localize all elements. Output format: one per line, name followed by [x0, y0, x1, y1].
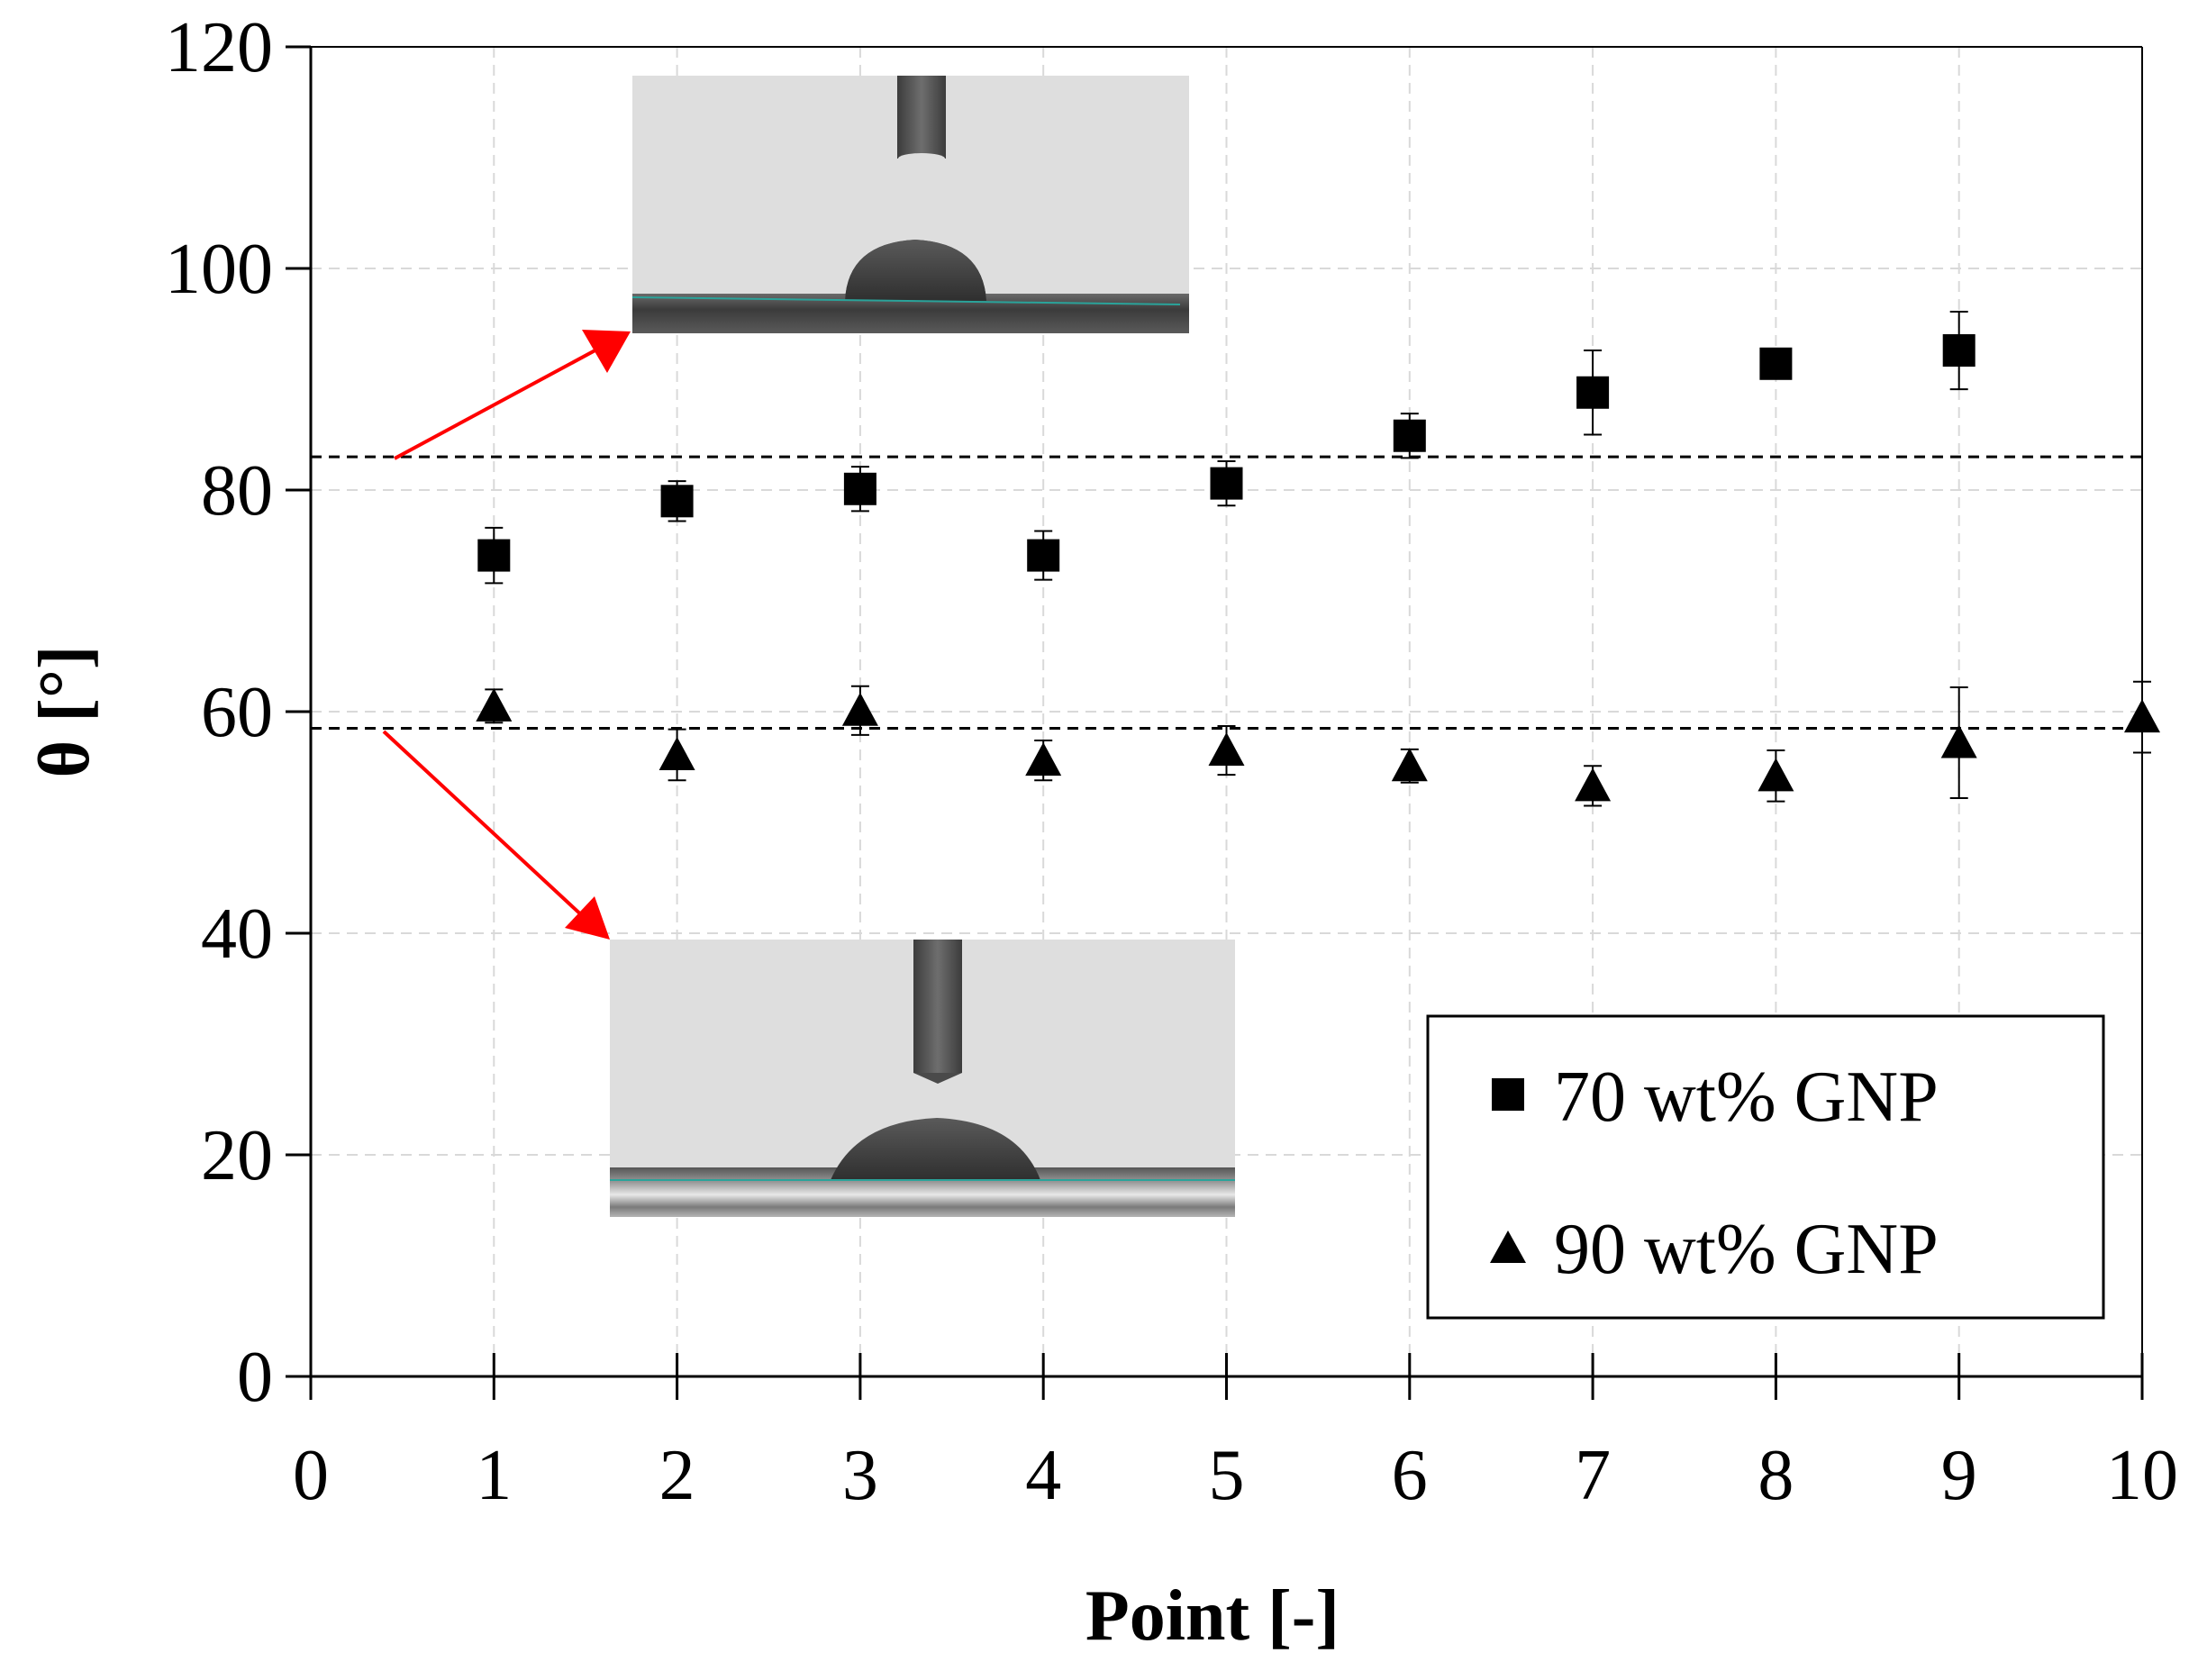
droplet-image-90wt [610, 940, 1235, 1217]
arrow-to-70wt-image [394, 330, 631, 460]
data-point-triangle-8 [1757, 758, 1794, 792]
y-tick-label-120: 120 [165, 8, 273, 87]
legend-box [1426, 1014, 2105, 1320]
y-tick-label-60: 60 [201, 673, 273, 752]
data-point-square-9 [1942, 334, 1975, 368]
data-point-square-8 [1759, 347, 1793, 380]
y-tick-label-20: 20 [201, 1116, 273, 1195]
legend-label-70wt: 70 wt% GNP [1554, 1058, 1939, 1137]
y-tick-label-80: 80 [201, 451, 273, 531]
x-axis-title: Point [-] [1085, 1576, 1340, 1656]
data-point-square-7 [1576, 376, 1610, 409]
data-point-triangle-9 [1940, 724, 1977, 758]
data-point-square-2 [660, 485, 694, 518]
y-tick-label-0: 0 [237, 1338, 273, 1417]
data-point-triangle-10 [2124, 699, 2160, 733]
x-tick-label-7: 7 [1575, 1436, 1611, 1515]
x-tick-label-6: 6 [1392, 1436, 1428, 1515]
y-axis-title: θ [°] [25, 645, 104, 777]
x-tick-label-10: 10 [2106, 1436, 2178, 1515]
arrow-to-90wt-image [382, 730, 610, 940]
data-point-square-5 [1210, 467, 1243, 500]
x-tick-label-5: 5 [1209, 1436, 1245, 1515]
x-tick-label-1: 1 [476, 1436, 512, 1515]
x-tick-label-9: 9 [1941, 1436, 1977, 1515]
data-point-triangle-4 [1025, 742, 1062, 776]
axis-ticks: 0 20 40 60 80 100 120 0 1 2 3 4 5 6 7 8 9 10 [165, 8, 2178, 1515]
x-tick-label-3: 3 [842, 1436, 878, 1515]
y-tick-label-100: 100 [165, 230, 273, 309]
legend-label-90wt: 90 wt% GNP [1554, 1210, 1939, 1289]
data-point-triangle-3 [841, 692, 878, 726]
data-point-square-4 [1027, 539, 1060, 572]
data-point-triangle-2 [658, 736, 695, 770]
data-point-triangle-5 [1208, 732, 1245, 767]
data-point-triangle-7 [1575, 767, 1612, 802]
x-tick-label-8: 8 [1757, 1436, 1794, 1515]
droplet-image-70wt [631, 76, 1189, 333]
y-tick-label-40: 40 [201, 894, 273, 974]
x-tick-label-4: 4 [1025, 1436, 1061, 1515]
legend: 70 wt% GNP 90 wt% GNP [1426, 1014, 2105, 1320]
x-tick-label-0: 0 [293, 1436, 329, 1515]
x-tick-label-2: 2 [659, 1436, 695, 1515]
data-point-triangle-6 [1391, 748, 1428, 782]
data-point-square-1 [477, 539, 511, 572]
legend-marker-triangle [1490, 1230, 1526, 1263]
data-point-triangle-1 [476, 687, 513, 722]
data-point-square-6 [1393, 419, 1426, 452]
legend-marker-square [1492, 1078, 1524, 1111]
data-series [476, 310, 2160, 807]
data-point-square-3 [843, 472, 876, 505]
